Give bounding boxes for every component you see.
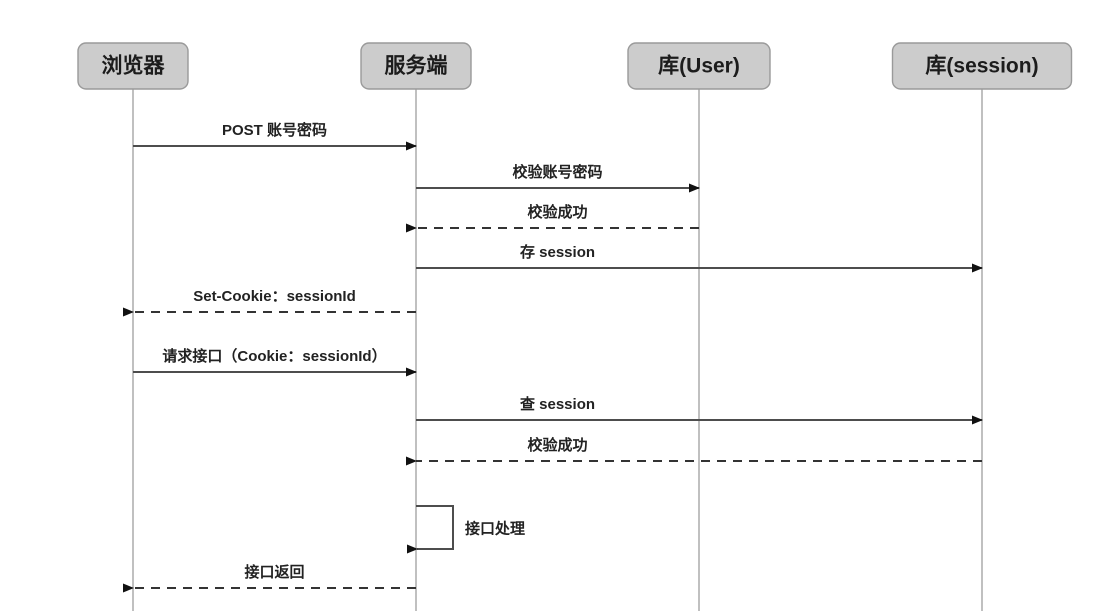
message-m10[interactable]: 接口返回	[123, 563, 416, 593]
message-label-m10: 接口返回	[244, 563, 304, 581]
actor-box-db_user[interactable]: 库(User)	[627, 42, 771, 90]
message-m2[interactable]: 校验账号密码	[416, 163, 700, 193]
message-m7[interactable]: 查 session	[416, 395, 983, 425]
message-label-m3: 校验成功	[527, 203, 587, 221]
message-m5[interactable]: Set-Cookie：sessionId	[123, 288, 416, 317]
message-m6[interactable]: 请求接口（Cookie：sessionId）	[133, 347, 417, 377]
actor-box-shape-db_user	[627, 42, 771, 90]
actor-box-browser[interactable]: 浏览器	[77, 42, 189, 90]
message-label-m1: POST 账号密码	[222, 121, 327, 139]
actors-layer: 浏览器 服务端 库(User) 库(session)	[77, 42, 1073, 90]
actor-label-db_session: 库(session)	[925, 54, 1038, 78]
message-label-m2: 校验账号密码	[512, 163, 602, 181]
lifelines-layer	[132, 89, 983, 611]
message-m4[interactable]: 存 session	[416, 243, 983, 273]
message-label-m7: 查 session	[520, 395, 595, 413]
message-label-m4: 存 session	[520, 243, 595, 261]
actor-box-shape-db_session	[891, 42, 1073, 90]
message-m9[interactable]: 接口处理	[407, 505, 525, 554]
actor-box-server[interactable]: 服务端	[360, 42, 472, 90]
message-m3[interactable]: 校验成功	[406, 203, 699, 233]
actor-label-server: 服务端	[385, 54, 448, 78]
message-label-m8: 校验成功	[527, 436, 587, 454]
actor-box-db_session[interactable]: 库(session)	[891, 42, 1073, 90]
actor-label-db_user: 库(User)	[658, 54, 740, 78]
actor-label-browser: 浏览器	[102, 54, 166, 78]
actor-box-shape-browser	[77, 42, 189, 90]
message-label-m5: Set-Cookie：sessionId	[193, 288, 356, 305]
message-m8[interactable]: 校验成功	[406, 436, 982, 466]
message-label-m9: 接口处理	[465, 520, 525, 538]
message-label-m6: 请求接口（Cookie：sessionId）	[162, 347, 386, 365]
actor-box-shape-server	[360, 42, 472, 90]
message-m1[interactable]: POST 账号密码	[133, 121, 417, 151]
message-line-m9	[407, 505, 454, 554]
